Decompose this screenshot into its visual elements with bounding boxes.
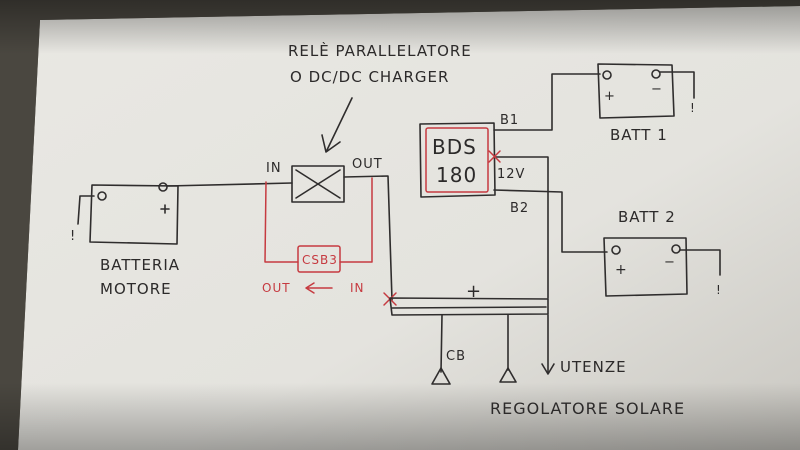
batt1-neg-terminal [651,69,661,79]
batt2-pos-terminal [611,245,621,255]
regolatore-terminal [499,314,517,383]
wire-motore-to-relay [166,182,293,187]
wire-relay-to-bus [343,175,393,301]
regolatore-label: REGOLATORE SOLARE [490,399,685,418]
csb3-bypass-wiring [264,177,373,294]
batt2-minus: − [664,255,676,270]
bds-b2-label: B2 [510,201,529,216]
utenze-label: UTENZE [560,358,627,376]
battery-motore-neg-terminal [97,191,107,201]
batt1-ground-mark: ! [690,101,696,115]
bds180-line2: 180 [436,163,477,187]
wire-b2-to-batt2 [493,189,608,253]
busbar-plus-label: + [466,281,482,302]
cb-terminal [431,314,451,385]
csb3-arrow [305,282,333,294]
battery-motore-label-line2: MOTORE [100,280,172,298]
batt2 [603,237,721,297]
pointer-arrow [321,97,353,153]
relay-in-label: IN [266,161,282,176]
batt1-minus: − [651,82,663,97]
cb-label: CB [446,349,466,364]
bds-12v-label: 12V [497,167,525,182]
bds-12v-mark [488,150,501,163]
csb3-label: CSB3 [302,253,338,267]
utenze-terminal [541,314,555,375]
csb3-in-label: IN [350,281,365,295]
battery-motore: ! [70,182,179,245]
ground-mark-motore: ! [70,229,76,244]
batt2-ground-mark: ! [716,283,722,297]
battery-motore-pos-terminal [158,182,168,192]
batt2-neg-terminal [671,244,681,254]
batt2-label: BATT 2 [618,208,676,226]
batt2-plus: + [615,262,628,278]
relay-box [291,165,345,203]
csb3-box [297,245,341,273]
wire-12v-to-bus [494,156,549,299]
wire-b1-to-batt1 [493,73,601,131]
batt1 [597,63,695,119]
positive-busbar [389,297,549,316]
relay-title-line1: RELÈ PARALLELATORE [288,41,472,60]
batt1-plus: + [604,89,616,104]
batt1-pos-terminal [602,70,612,80]
battery-motore-label-line1: BATTERIA [100,256,180,274]
bds-b1-label: B1 [500,113,519,128]
relay-title-line2: O DC/DC CHARGER [290,68,449,86]
bds180-box [419,122,496,198]
relay-out-label: OUT [352,157,383,172]
batt1-label: BATT 1 [610,126,668,144]
bds180-line1: BDS [432,135,477,159]
csb3-out-label: OUT [262,281,291,295]
